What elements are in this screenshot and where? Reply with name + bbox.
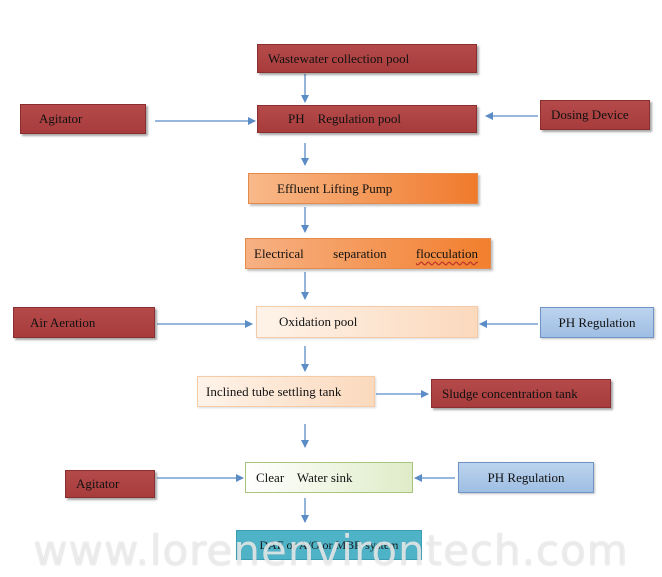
wastewater-collection-pool: Wastewater collection pool [257,44,477,73]
final-treatment-system: DAF or A/O or MBR system [236,530,422,560]
sludge-concentration-tank-label: Sludge concentration tank [442,385,578,401]
air-aeration: Air Aeration [13,307,155,338]
air-aeration-label: Air Aeration [30,314,96,330]
oxidation-pool-label: Oxidation pool [279,314,358,329]
ph-regulation-middle-label: PH Regulation [558,314,636,330]
clear-water-sink: Clear Water sink [245,462,413,493]
sludge-concentration-tank: Sludge concentration tank [431,379,611,408]
separation-label: separation [333,245,387,261]
ph-regulation-pool: PH Regulation pool [257,105,477,133]
dosing-device: Dosing Device [540,100,650,130]
inclined-tube-settling-tank-label: Inclined tube settling tank [206,383,342,399]
flocculation-label: flocculation [415,245,478,261]
effluent-lifting-pump-label: Effluent Lifting Pump [277,180,393,196]
inclined-tube-settling-tank: Inclined tube settling tank [197,376,375,407]
effluent-lifting-pump: Effluent Lifting Pump [248,173,478,204]
ph-regulation-bottom: PH Regulation [458,462,594,493]
clear-water-sink-label: Clear Water sink [256,469,353,485]
agitator-bottom-label: Agitator [76,476,120,491]
wastewater-collection-pool-label: Wastewater collection pool [268,50,410,66]
electrical-separation-flocculation: Electrical separation flocculation [245,238,491,269]
agitator-top: Agitator [20,104,146,134]
ph-regulation-middle: PH Regulation [540,307,654,338]
oxidation-pool: Oxidation pool [256,306,478,338]
agitator-bottom: Agitator [65,470,155,498]
dosing-device-label: Dosing Device [551,107,629,122]
agitator-top-label: Agitator [39,111,83,126]
ph-regulation-bottom-label: PH Regulation [487,469,565,485]
electrical-label: Electrical [254,245,304,261]
final-treatment-system-label: DAF or A/O or MBR system [259,537,399,552]
ph-regulation-pool-label: PH Regulation pool [288,111,402,126]
